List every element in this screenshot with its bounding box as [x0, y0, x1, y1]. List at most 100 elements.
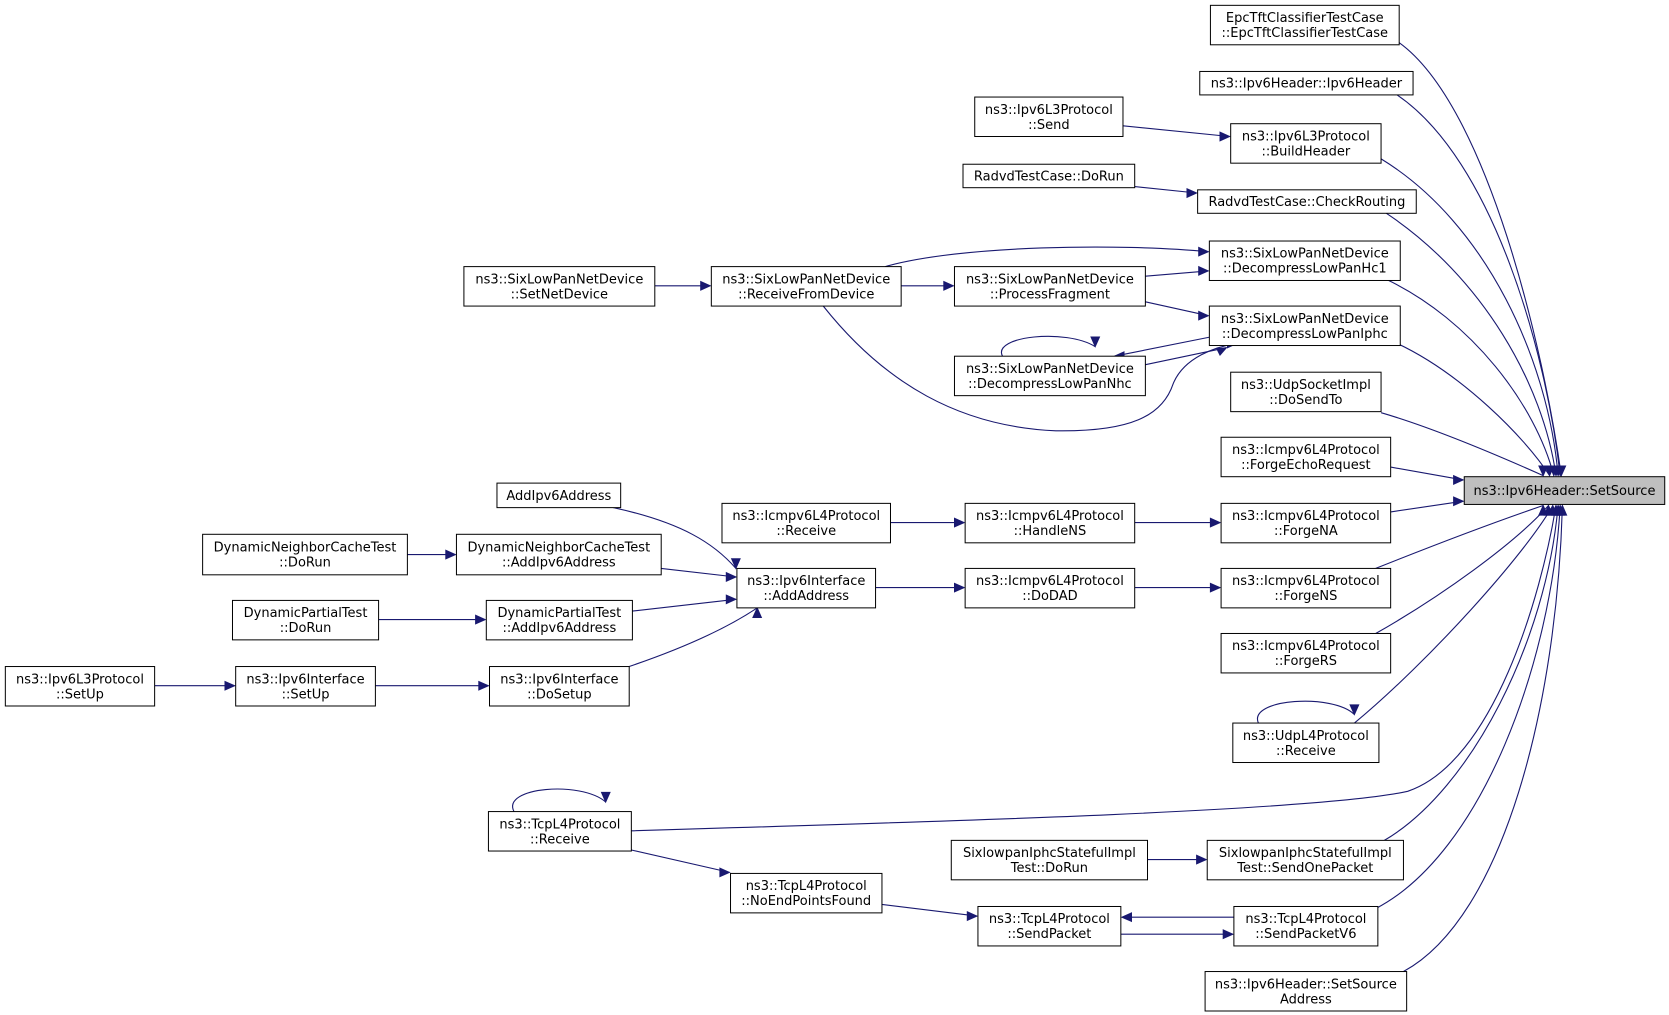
- node-label: ns3::Icmpv6L4Protocol: [1232, 574, 1380, 589]
- call-edge: [1122, 125, 1231, 142]
- node-label: ::NoEndPointsFound: [741, 894, 871, 909]
- edges-layer: [154, 42, 1568, 972]
- node-label: ::DoDAD: [1022, 589, 1077, 604]
- node-label: DynamicPartialTest: [244, 606, 368, 621]
- edge-line: [1145, 347, 1227, 366]
- node-iphcsend[interactable]: SixlowpanIphcStatefulImplTest::SendOnePa…: [1206, 839, 1404, 881]
- node-epc[interactable]: EpcTftClassifierTestCase::EpcTftClassifi…: [1209, 4, 1400, 46]
- node-sixfrag[interactable]: ns3::SixLowPanNetDevice::ProcessFragment: [953, 266, 1146, 307]
- node-box: [1232, 722, 1380, 764]
- edge-line: [1122, 125, 1230, 138]
- edge-line: [512, 788, 607, 812]
- arrowhead: [1544, 465, 1555, 477]
- node-dprun[interactable]: DynamicPartialTest::DoRun: [231, 599, 380, 641]
- node-box: [1220, 632, 1392, 674]
- node-label: ns3::Ipv6Interface: [747, 574, 865, 589]
- nodes-layer: ns3::Ipv6Header::SetSource EpcTftClassifi…: [4, 4, 1666, 1012]
- arrowhead: [1219, 131, 1231, 142]
- node-checkrouting[interactable]: RadvdTestCase::CheckRouting: [1197, 189, 1417, 214]
- node-label: ::Send: [1028, 118, 1070, 133]
- node-label: ::DecompressLowPanIphc: [1222, 327, 1388, 342]
- node-dpadd[interactable]: DynamicPartialTest::AddIpv6Address: [485, 599, 633, 641]
- node-l3setup[interactable]: ns3::Ipv6L3Protocol::SetUp: [4, 666, 156, 707]
- node-box: [1230, 371, 1382, 413]
- node-handlens[interactable]: ns3::Icmpv6L4Protocol::HandleNS: [964, 502, 1136, 544]
- node-icmprecv[interactable]: ns3::Icmpv6L4Protocol::Receive: [721, 502, 891, 544]
- call-edge: [1375, 504, 1549, 569]
- arrowhead: [1453, 474, 1465, 485]
- node-buildhdr[interactable]: ns3::Ipv6L3Protocol::BuildHeader: [1230, 123, 1382, 164]
- node-label: ::Receive: [776, 524, 836, 539]
- node-sixnhc[interactable]: ns3::SixLowPanNetDevice::DecompressLowPa…: [953, 355, 1146, 397]
- node-dncrun[interactable]: DynamicNeighborCacheTest::DoRun: [202, 533, 408, 576]
- call-edge: [1257, 700, 1360, 724]
- edge-line: [631, 505, 1557, 832]
- node-ifaddaddr[interactable]: ns3::Ipv6Interface::AddAddress: [736, 567, 877, 609]
- edge-line: [1375, 505, 1561, 910]
- node-label: ::DoSendTo: [1269, 393, 1342, 408]
- node-forgens[interactable]: ns3::Icmpv6L4Protocol::ForgeNS: [1220, 567, 1392, 609]
- node-forgena[interactable]: ns3::Icmpv6L4Protocol::ForgeNA: [1220, 502, 1392, 544]
- edge-line: [1000, 335, 1096, 357]
- node-box: [974, 96, 1124, 138]
- node-label: ::Receive: [530, 832, 590, 847]
- node-box: [485, 599, 633, 641]
- node-sixsetnet[interactable]: ns3::SixLowPanNetDevice::SetNetDevice: [463, 266, 656, 307]
- node-label: AddIpv6Address: [506, 489, 611, 504]
- node-sixhc1[interactable]: ns3::SixLowPanNetDevice::DecompressLowPa…: [1208, 240, 1401, 281]
- node-tcpsendv6[interactable]: ns3::TcpL4Protocol::SendPacketV6: [1233, 905, 1379, 947]
- node-tcprecv[interactable]: ns3::TcpL4Protocol::Receive: [487, 811, 632, 852]
- call-edge: [1396, 94, 1566, 477]
- edge-line: [885, 246, 1209, 268]
- call-edge: [1147, 854, 1208, 865]
- node-box: [964, 567, 1136, 609]
- node-box: [4, 666, 156, 707]
- call-edge: [661, 567, 738, 582]
- node-sixrecv[interactable]: ns3::SixLowPanNetDevice::ReceiveFromDevi…: [710, 266, 902, 307]
- call-edge: [1145, 265, 1210, 277]
- node-l3send[interactable]: ns3::Ipv6L3Protocol::Send: [974, 96, 1124, 138]
- node-target[interactable]: ns3::Ipv6Header::SetSource: [1463, 476, 1666, 505]
- node-label: ns3::TcpL4Protocol: [499, 817, 620, 832]
- node-sixiphc[interactable]: ns3::SixLowPanNetDevice::DecompressLowPa…: [1208, 305, 1401, 347]
- node-udprecv[interactable]: ns3::UdpL4Protocol::Receive: [1232, 722, 1380, 764]
- node-ifdosetup[interactable]: ns3::Ipv6Interface::DoSetup: [489, 666, 630, 707]
- node-label: ns3::SixLowPanNetDevice: [475, 272, 643, 287]
- node-label: ::DoRun: [279, 556, 331, 571]
- call-edge: [407, 549, 457, 560]
- node-dncadd[interactable]: DynamicNeighborCacheTest::AddIpv6Address: [455, 533, 662, 576]
- edge-line: [1390, 466, 1464, 481]
- node-noend[interactable]: ns3::TcpL4Protocol::NoEndPointsFound: [730, 872, 883, 914]
- node-box: [455, 533, 662, 576]
- edge-line: [1145, 270, 1209, 277]
- node-tcpsend[interactable]: ns3::TcpL4Protocol::SendPacket: [977, 905, 1122, 947]
- node-label: ::DecompressLowPanNhc: [968, 377, 1132, 392]
- node-label: ns3::SixLowPanNetDevice: [966, 362, 1134, 377]
- arrowhead: [730, 558, 741, 570]
- node-label: ::SetUp: [56, 687, 104, 702]
- node-ipv6hdr[interactable]: ns3::Ipv6Header::Ipv6Header: [1199, 70, 1414, 96]
- node-label: ns3::TcpL4Protocol: [1245, 912, 1366, 927]
- node-label: SixlowpanIphcStatefulImpl: [963, 846, 1136, 861]
- node-dodad[interactable]: ns3::Icmpv6L4Protocol::DoDAD: [964, 567, 1136, 609]
- node-udpsend[interactable]: ns3::UdpSocketImpl::DoSendTo: [1230, 371, 1382, 413]
- node-label: ::DoRun: [280, 621, 332, 636]
- node-radvdrun[interactable]: RadvdTestCase::DoRun: [962, 163, 1136, 189]
- node-addv6[interactable]: AddIpv6Address: [496, 482, 622, 509]
- node-forgers[interactable]: ns3::Icmpv6L4Protocol::ForgeRS: [1220, 632, 1392, 674]
- arrowhead: [954, 517, 966, 528]
- node-box: [1209, 4, 1400, 46]
- edge-line: [1396, 94, 1561, 476]
- node-ifsetup[interactable]: ns3::Ipv6Interface::SetUp: [235, 666, 376, 707]
- arrowhead: [1186, 188, 1198, 199]
- edge-line: [1114, 336, 1211, 357]
- node-label: Test::SendOnePacket: [1236, 861, 1373, 876]
- node-label: ns3::Ipv6L3Protocol: [16, 672, 144, 687]
- node-forgeecho[interactable]: ns3::Icmpv6L4Protocol::ForgeEchoRequest: [1220, 436, 1392, 478]
- arrowhead: [445, 549, 457, 560]
- call-edge: [1396, 342, 1555, 477]
- edge-line: [822, 305, 1238, 432]
